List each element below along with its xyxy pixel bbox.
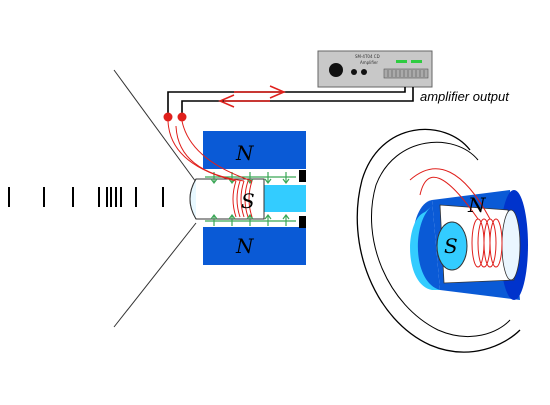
terminal-dot-left <box>163 112 173 122</box>
amplifier-model-text: SM-4T04 CD <box>355 54 380 59</box>
voice-coil <box>167 120 253 218</box>
amplifier-knob-large <box>329 63 343 77</box>
magnet-bottom-block <box>203 227 306 265</box>
speaker-frame <box>356 128 521 353</box>
right-voice-coil <box>409 168 503 268</box>
left-magnet: N S N <box>167 120 306 265</box>
amplifier-unit: SM-4T04 CD Amplifier <box>317 50 433 88</box>
sound-pulses <box>8 187 164 207</box>
left-south-label: S <box>241 189 255 213</box>
right-south-label: S <box>444 234 458 258</box>
right-core-face <box>436 221 468 271</box>
magnet-top-block <box>203 131 306 169</box>
left-north-bottom-label: N <box>235 234 255 258</box>
speaker-cone-lines <box>113 69 197 328</box>
signal-arrows <box>218 85 286 108</box>
terminal-dot-right <box>177 112 187 122</box>
amplifier-knob-small-2 <box>361 69 367 75</box>
pole-piece-top <box>299 170 306 182</box>
left-north-top-label: N <box>235 141 255 165</box>
amplifier-wires <box>167 87 414 117</box>
amplifier-knob-small-1 <box>351 69 357 75</box>
pole-piece-bottom <box>299 216 306 228</box>
amplifier-output-label: amplifier output <box>420 89 510 104</box>
amplifier-led-1 <box>396 60 407 63</box>
amplifier-led-2 <box>411 60 422 63</box>
right-north-label: N <box>467 193 487 217</box>
amplifier-terminal-strip <box>383 68 429 79</box>
amplifier-sub-text: Amplifier <box>360 60 378 65</box>
right-speaker: N S <box>356 128 528 353</box>
